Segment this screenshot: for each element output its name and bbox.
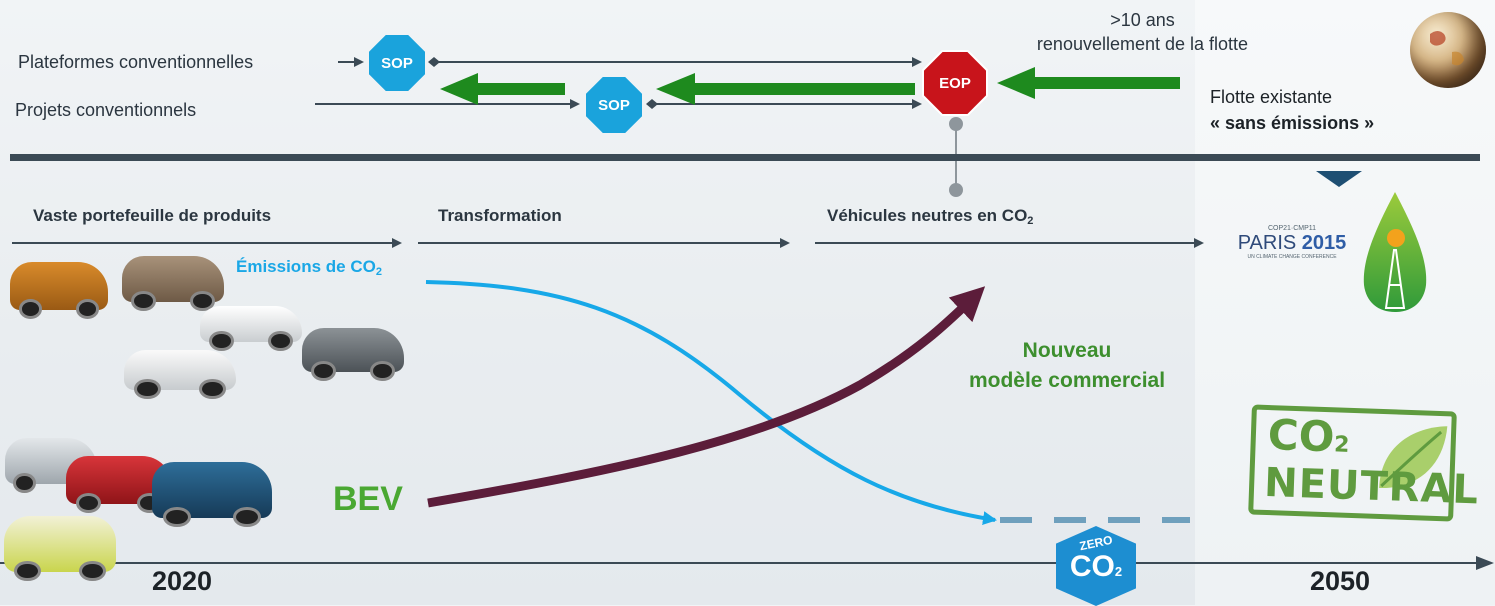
green-arrow-2 (656, 73, 915, 105)
car-ev-blue (152, 462, 272, 524)
stamp-neutral: NEUTRAL (1263, 459, 1480, 514)
sop-mid-text: SOP (598, 96, 630, 114)
fleet-line1: Flotte existante (1210, 87, 1333, 107)
car-suv-orange (10, 262, 108, 316)
fleet-text: Flotte existante « sans émissions » (1210, 84, 1374, 136)
eop-sign: EOP (924, 52, 986, 114)
emissions-curve (425, 280, 997, 526)
stamp-co: CO (1267, 410, 1336, 462)
renewal-line2: renouvellement de la flotte (1036, 34, 1249, 54)
sop-top-text: SOP (381, 54, 413, 72)
phase-neutral: Véhicules neutres en CO2 (827, 206, 1033, 227)
car-sedan-grey (302, 328, 404, 378)
paris-small-top: COP21·CMP11 (1267, 225, 1317, 232)
car-suv-bronze (122, 256, 224, 308)
renewal-text: >10 ans renouvellement de la flotte (1010, 8, 1275, 56)
paris-year: 2015 (1301, 232, 1347, 254)
zero-co2-badge: ZERO CO2 (1056, 526, 1136, 606)
car-hatch-white (124, 350, 236, 396)
globe-icon (1410, 12, 1486, 88)
green-arrows (440, 67, 1180, 105)
eop-text: EOP (939, 74, 971, 92)
eop-pin-dot-bottom (949, 183, 963, 197)
phase-transformation: Transformation (438, 206, 562, 225)
projects-label: Projets conventionnels (15, 100, 197, 120)
emissions-label: Émissions de CO2 (236, 257, 382, 278)
phase-portfolio: Vaste portefeuille de produits (33, 206, 272, 225)
divider-triangle (1316, 171, 1362, 187)
eop-pin-dot-top (949, 117, 963, 131)
emissions-main: Émissions de CO (236, 257, 376, 276)
car-sedan-white (200, 306, 302, 348)
timeline-arrowhead (1476, 556, 1494, 570)
new-business-model: Nouveau modèle commercial (907, 336, 1227, 396)
zero-badge-sub: 2 (1114, 564, 1123, 579)
phase-neutral-main: Véhicules neutres en CO (827, 206, 1028, 225)
leaf-eiffel-icon (1363, 192, 1427, 312)
platforms-label: Plateformes conventionnelles (18, 52, 254, 72)
stamp-leaf-icon (1379, 426, 1448, 488)
bev-arrow (427, 286, 986, 508)
bev-label: BEV (333, 480, 403, 518)
fleet-line2: « sans émissions » (1210, 113, 1375, 133)
phase-neutral-sub: 2 (1027, 215, 1034, 227)
sop-sign-top: SOP (369, 35, 425, 91)
paris-2015-logo: COP21·CMP11 PARIS 2015 UN CLIMATE CHANGE… (1232, 225, 1352, 275)
renewal-line1: >10 ans (1110, 10, 1175, 30)
diamond-mid (646, 99, 658, 109)
paris-small-bottom: UN CLIMATE CHANGE CONFERENCE (1247, 254, 1337, 260)
diamond-top (428, 57, 440, 67)
co2-neutral-stamp: CO2 NEUTRAL (1248, 404, 1480, 522)
nouveau-line1: Nouveau (1022, 339, 1112, 362)
emissions-sub: 2 (375, 266, 382, 278)
green-arrow-1 (440, 73, 565, 105)
green-arrow-3 (997, 67, 1180, 99)
paris-city: PARIS (1237, 232, 1297, 254)
year-end: 2050 (1310, 566, 1371, 596)
stamp-sub: 2 (1333, 432, 1350, 458)
zero-badge-co: CO (1069, 550, 1115, 583)
future-panel (1195, 0, 1495, 605)
car-van-yellow (4, 516, 116, 578)
divider-bar (10, 154, 1480, 161)
year-start: 2020 (152, 566, 213, 596)
sop-sign-mid: SOP (586, 77, 642, 133)
nouveau-line2: modèle commercial (968, 369, 1166, 392)
